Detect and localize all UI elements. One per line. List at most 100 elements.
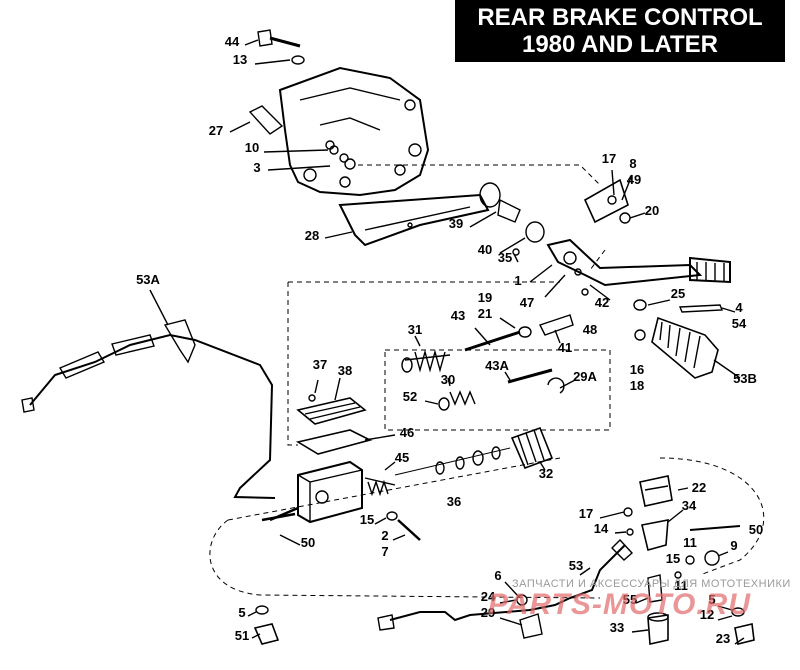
callout-16: 16	[630, 362, 644, 377]
callout-21: 21	[478, 306, 492, 321]
callout-25: 25	[671, 286, 685, 301]
callout-17: 17	[602, 151, 616, 166]
callout-5: 5	[708, 592, 715, 607]
callout-31: 31	[408, 322, 422, 337]
boot-32	[510, 426, 554, 471]
group-outlines	[209, 164, 765, 599]
callout-8: 8	[629, 156, 636, 171]
boot-53b	[634, 316, 741, 379]
callout-15: 15	[360, 512, 374, 527]
callout-23: 23	[716, 631, 730, 646]
piston-45	[384, 446, 511, 476]
callout-44: 44	[225, 34, 240, 49]
bolt-2	[374, 511, 421, 541]
callout-35: 35	[498, 250, 512, 265]
callout-43: 43	[451, 308, 465, 323]
watermark-caption: ЗАПЧАСТИ И АКСЕССУАРЫ ДЛЯ МОТОТЕХНИКИ	[512, 578, 791, 590]
master-cylinder	[269, 460, 396, 524]
clamp-51	[247, 605, 280, 645]
callout-46: 46	[400, 425, 414, 440]
callout-43A: 43A	[485, 358, 509, 373]
callout-6: 6	[494, 568, 501, 583]
callout-30: 30	[441, 372, 455, 387]
small-parts-10-3	[263, 145, 356, 171]
pushrod-43	[464, 314, 574, 352]
callout-11: 11	[683, 535, 697, 550]
diagram-title: REAR BRAKE CONTROL 1980 AND LATER	[455, 0, 785, 62]
transmission-cover	[278, 66, 430, 197]
callout-2: 2	[381, 528, 388, 543]
callout-27: 27	[209, 123, 223, 138]
springs-31-30	[401, 335, 476, 411]
callout-17: 17	[579, 506, 593, 521]
title-line-1: REAR BRAKE CONTROL	[477, 4, 763, 31]
callout-11: 11	[674, 578, 688, 593]
callout-20: 20	[645, 203, 659, 218]
sleeve-33	[631, 612, 669, 645]
callout-52: 52	[403, 389, 417, 404]
switch-55	[635, 574, 663, 604]
callout-49: 49	[627, 172, 641, 187]
parts-24-29	[499, 581, 528, 626]
watermark-logo: PARTS-MOTO.RU	[488, 588, 752, 621]
callout-29: 29	[481, 605, 495, 620]
callout-24: 24	[481, 589, 496, 604]
callout-54: 54	[732, 316, 747, 331]
callout-28: 28	[305, 228, 319, 243]
callout-36: 36	[447, 494, 461, 509]
callout-45: 45	[395, 450, 409, 465]
callout-14: 14	[594, 521, 609, 536]
reservoir-cover	[295, 377, 396, 455]
callout-47: 47	[520, 295, 534, 310]
callout-9: 9	[730, 538, 737, 553]
callout-19: 19	[478, 290, 492, 305]
callout-18: 18	[630, 378, 644, 393]
callout-7: 7	[381, 544, 388, 559]
callout-12: 12	[700, 607, 714, 622]
callout-33: 33	[610, 620, 624, 635]
callout-3: 3	[253, 160, 260, 175]
bracket-17	[583, 169, 646, 224]
callout-53A: 53A	[136, 272, 160, 287]
callout-34: 34	[682, 498, 697, 513]
bolt-50-right	[689, 525, 741, 531]
callout-42: 42	[595, 295, 609, 310]
callout-55: 55	[623, 592, 637, 607]
bracket-23	[717, 605, 755, 645]
callout-41: 41	[558, 340, 572, 355]
callout-53B: 53B	[733, 371, 757, 386]
callout-32: 32	[539, 466, 553, 481]
callout-4: 4	[735, 300, 743, 315]
pin-27	[229, 105, 284, 135]
callout-48: 48	[583, 322, 597, 337]
callout-37: 37	[313, 357, 327, 372]
callout-15: 15	[666, 551, 680, 566]
fittings-9-11	[674, 550, 729, 579]
callout-10: 10	[245, 140, 259, 155]
brake-line-53a	[21, 289, 276, 499]
bolt-50-left	[261, 512, 301, 546]
title-line-2: 1980 AND LATER	[521, 31, 719, 58]
callout-29A: 29A	[573, 369, 597, 384]
callout-13: 13	[233, 52, 247, 67]
rod-43a	[504, 368, 576, 394]
callout-50: 50	[301, 535, 315, 550]
switch-22	[599, 475, 689, 551]
callout-40: 40	[478, 242, 492, 257]
callout-51: 51	[235, 628, 249, 643]
brake-pedal	[529, 238, 731, 301]
callout-38: 38	[338, 363, 352, 378]
brake-line-53	[377, 538, 634, 639]
callout-22: 22	[692, 480, 706, 495]
callout-53: 53	[569, 558, 583, 573]
bolt-44	[244, 29, 305, 65]
bushings-39-40	[469, 182, 545, 263]
callout-5: 5	[238, 605, 245, 620]
callout-1: 1	[514, 273, 521, 288]
callout-39: 39	[449, 216, 463, 231]
lever-28	[324, 193, 490, 247]
callout-50: 50	[749, 522, 763, 537]
bolt-4	[633, 299, 736, 313]
